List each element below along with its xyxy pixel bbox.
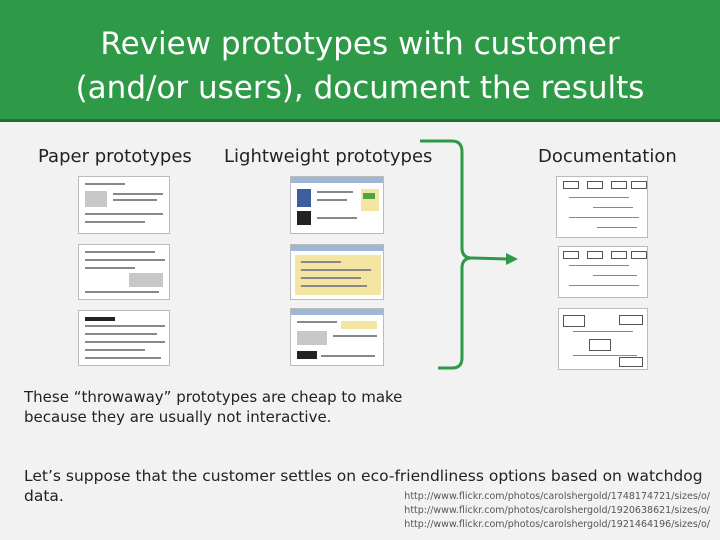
lightweight-prototype-image-2 bbox=[290, 244, 384, 300]
documentation-image-1 bbox=[556, 176, 648, 238]
credit-url-1[interactable]: http://www.flickr.com/photos/carolshergo… bbox=[404, 491, 710, 502]
lightweight-prototype-image-3 bbox=[290, 308, 384, 366]
documentation-heading: Documentation bbox=[538, 146, 677, 167]
paper-prototypes-heading: Paper prototypes bbox=[38, 146, 192, 167]
image-credits: http://www.flickr.com/photos/carolshergo… bbox=[404, 490, 710, 532]
suppose-text: Let’s suppose that the customer settles … bbox=[24, 467, 703, 505]
paper-prototype-image-3 bbox=[78, 310, 170, 366]
slide-title: Review prototypes with customer (and/or … bbox=[0, 0, 720, 122]
title-line-2: (and/or users), document the results bbox=[75, 70, 645, 106]
lightweight-prototypes-heading: Lightweight prototypes bbox=[224, 146, 433, 167]
paper-prototype-image-1 bbox=[78, 176, 170, 234]
credit-url-3[interactable]: http://www.flickr.com/photos/carolshergo… bbox=[404, 519, 710, 530]
title-line-1: Review prototypes with customer bbox=[100, 26, 620, 62]
note-line-1: These “throwaway” prototypes are cheap t… bbox=[24, 388, 403, 406]
paper-prototype-image-2 bbox=[78, 244, 170, 300]
lightweight-prototype-image-1 bbox=[290, 176, 384, 234]
documentation-image-2 bbox=[558, 246, 648, 298]
credit-url-2[interactable]: http://www.flickr.com/photos/carolshergo… bbox=[404, 505, 710, 516]
documentation-image-3 bbox=[558, 308, 648, 370]
throwaway-note: These “throwaway” prototypes are cheap t… bbox=[24, 387, 402, 427]
note-line-2: because they are usually not interactive… bbox=[24, 408, 332, 426]
